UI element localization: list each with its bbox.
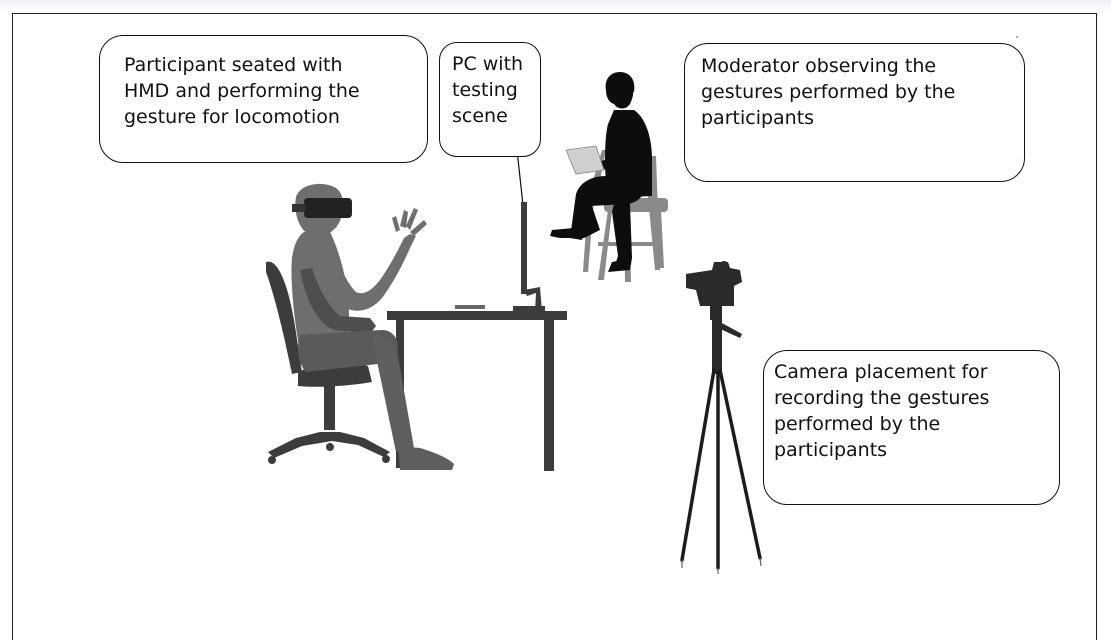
laptop-icon: [565, 145, 605, 175]
participant-callout-line-2: HMD and performing the: [124, 80, 360, 102]
speck-dot: [1016, 36, 1018, 38]
camera-callout: Camera placement for recording the gestu…: [763, 350, 1060, 505]
participant-callout-line-1: Participant seated with: [124, 54, 343, 76]
moderator-callout-line-3: participants: [701, 107, 815, 129]
office-chair: [266, 261, 390, 464]
participant-callout: Participant seated with HMD and performi…: [99, 35, 428, 163]
moderator-callout-line-1: Moderator observing the: [701, 55, 937, 77]
moderator-callout: Moderator observing the gestures perform…: [684, 43, 1025, 182]
desk: [387, 311, 567, 471]
participant-callout-line-3: gesture for locomotion: [124, 106, 340, 128]
pc-callout: PC with testing scene: [439, 42, 541, 157]
moderator-callout-line-2: gestures performed by the: [701, 81, 956, 103]
participant-figure: [291, 183, 454, 470]
top-fade-band: [0, 0, 1111, 12]
pc-monitor: [455, 202, 545, 312]
pc-callout-line-2: testing: [452, 79, 518, 101]
moderator-figure: [550, 72, 652, 272]
camera-callout-line-3: performed by the: [774, 413, 941, 435]
figure-frame: [12, 13, 1097, 640]
camera-tripod: [680, 261, 762, 574]
camera-callout-line-2: recording the gestures: [774, 387, 990, 409]
camera-callout-line-4: participants: [774, 439, 888, 461]
camera-callout-line-1: Camera placement for: [774, 361, 988, 383]
pc-pointer-line: [516, 149, 524, 206]
pc-callout-line-3: scene: [452, 105, 508, 127]
bar-stool: [583, 150, 668, 282]
hmd-headset: [304, 198, 352, 218]
pc-callout-line-1: PC with: [452, 53, 524, 75]
